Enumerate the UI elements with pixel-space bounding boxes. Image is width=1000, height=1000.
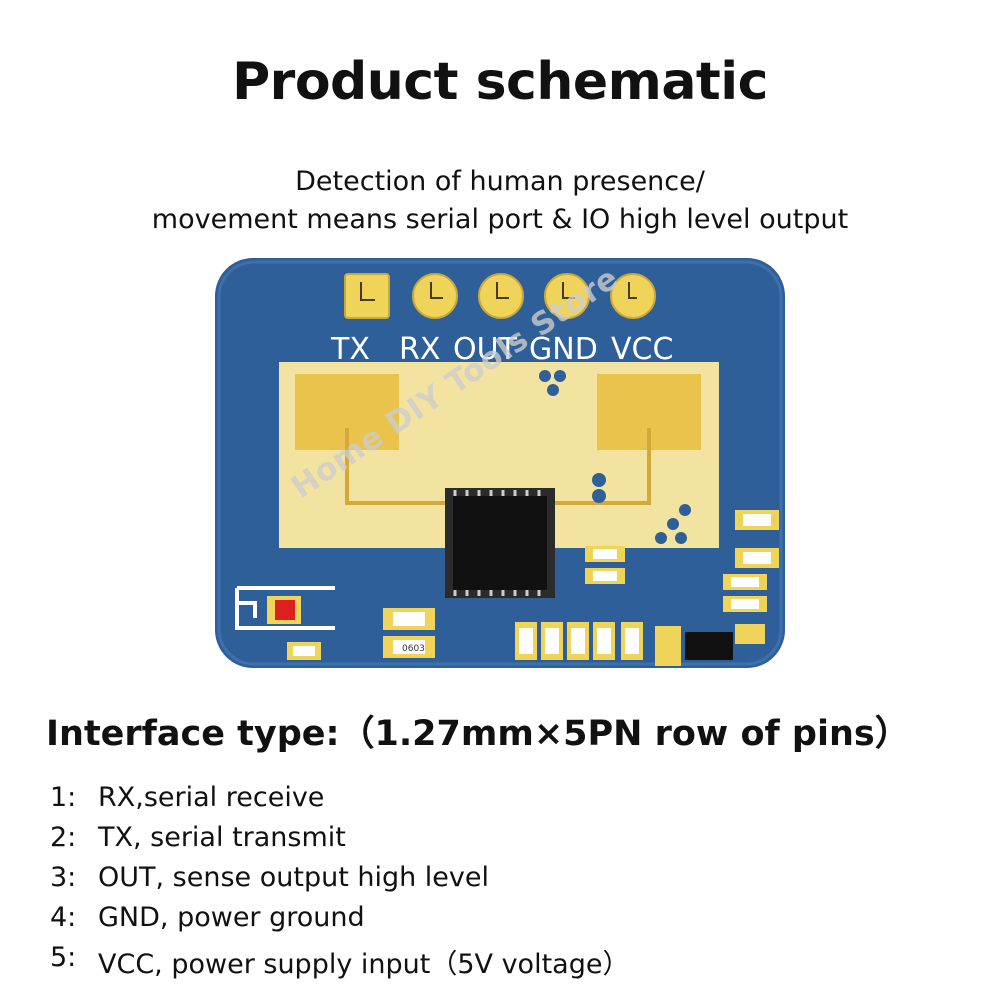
pin-description: TX, serial transmit [98, 822, 346, 853]
pcb-illustration: 0603 [215, 258, 785, 668]
pin-label-out: OUT [453, 332, 517, 367]
interface-type-heading: Interface type:（1.27mm×5PN row of pins） [46, 714, 910, 754]
page-title: Product schematic [232, 52, 768, 112]
list-item: 5: VCC, power supply input（5V voltage） [50, 942, 629, 982]
pin-description-list: 1: RX,serial receive 2: TX, serial trans… [50, 782, 629, 982]
pin-pad-gnd [544, 273, 590, 319]
pin-header [344, 273, 656, 319]
list-item: 3: OUT, sense output high level [50, 862, 629, 902]
subtitle-line-1: Detection of human presence/ [295, 166, 705, 197]
pin-label-vcc: VCC [611, 332, 674, 367]
pin-pad-rx [412, 273, 458, 319]
pin-pad-tx [344, 273, 390, 319]
pin-number: 3: [50, 862, 77, 893]
pin-pad-out [478, 273, 524, 319]
list-item: 1: RX,serial receive [50, 782, 629, 822]
pin-pad-vcc [610, 273, 656, 319]
pin-number: 5: [50, 942, 77, 973]
radar-module-board: 0603 TX RX OUT GND VCC Home DIY Tools St… [215, 258, 785, 668]
pin-label-tx: TX [331, 332, 370, 367]
pin-description: RX,serial receive [98, 782, 325, 813]
pin-number: 1: [50, 782, 77, 813]
pin-number: 4: [50, 902, 77, 933]
pin-number: 2: [50, 822, 77, 853]
component-code: 0603 [402, 644, 425, 654]
pin-description: GND, power ground [98, 902, 365, 933]
pin-label-gnd: GND [529, 332, 598, 367]
pin-description: OUT, sense output high level [98, 862, 490, 893]
pin-label-rx: RX [399, 332, 441, 367]
pin-description: VCC, power supply input（5V voltage） [98, 949, 630, 980]
list-item: 2: TX, serial transmit [50, 822, 629, 862]
radar-chip [453, 496, 547, 590]
list-item: 4: GND, power ground [50, 902, 629, 942]
subtitle-line-2: movement means serial port & IO high lev… [151, 204, 849, 235]
led [275, 600, 295, 620]
